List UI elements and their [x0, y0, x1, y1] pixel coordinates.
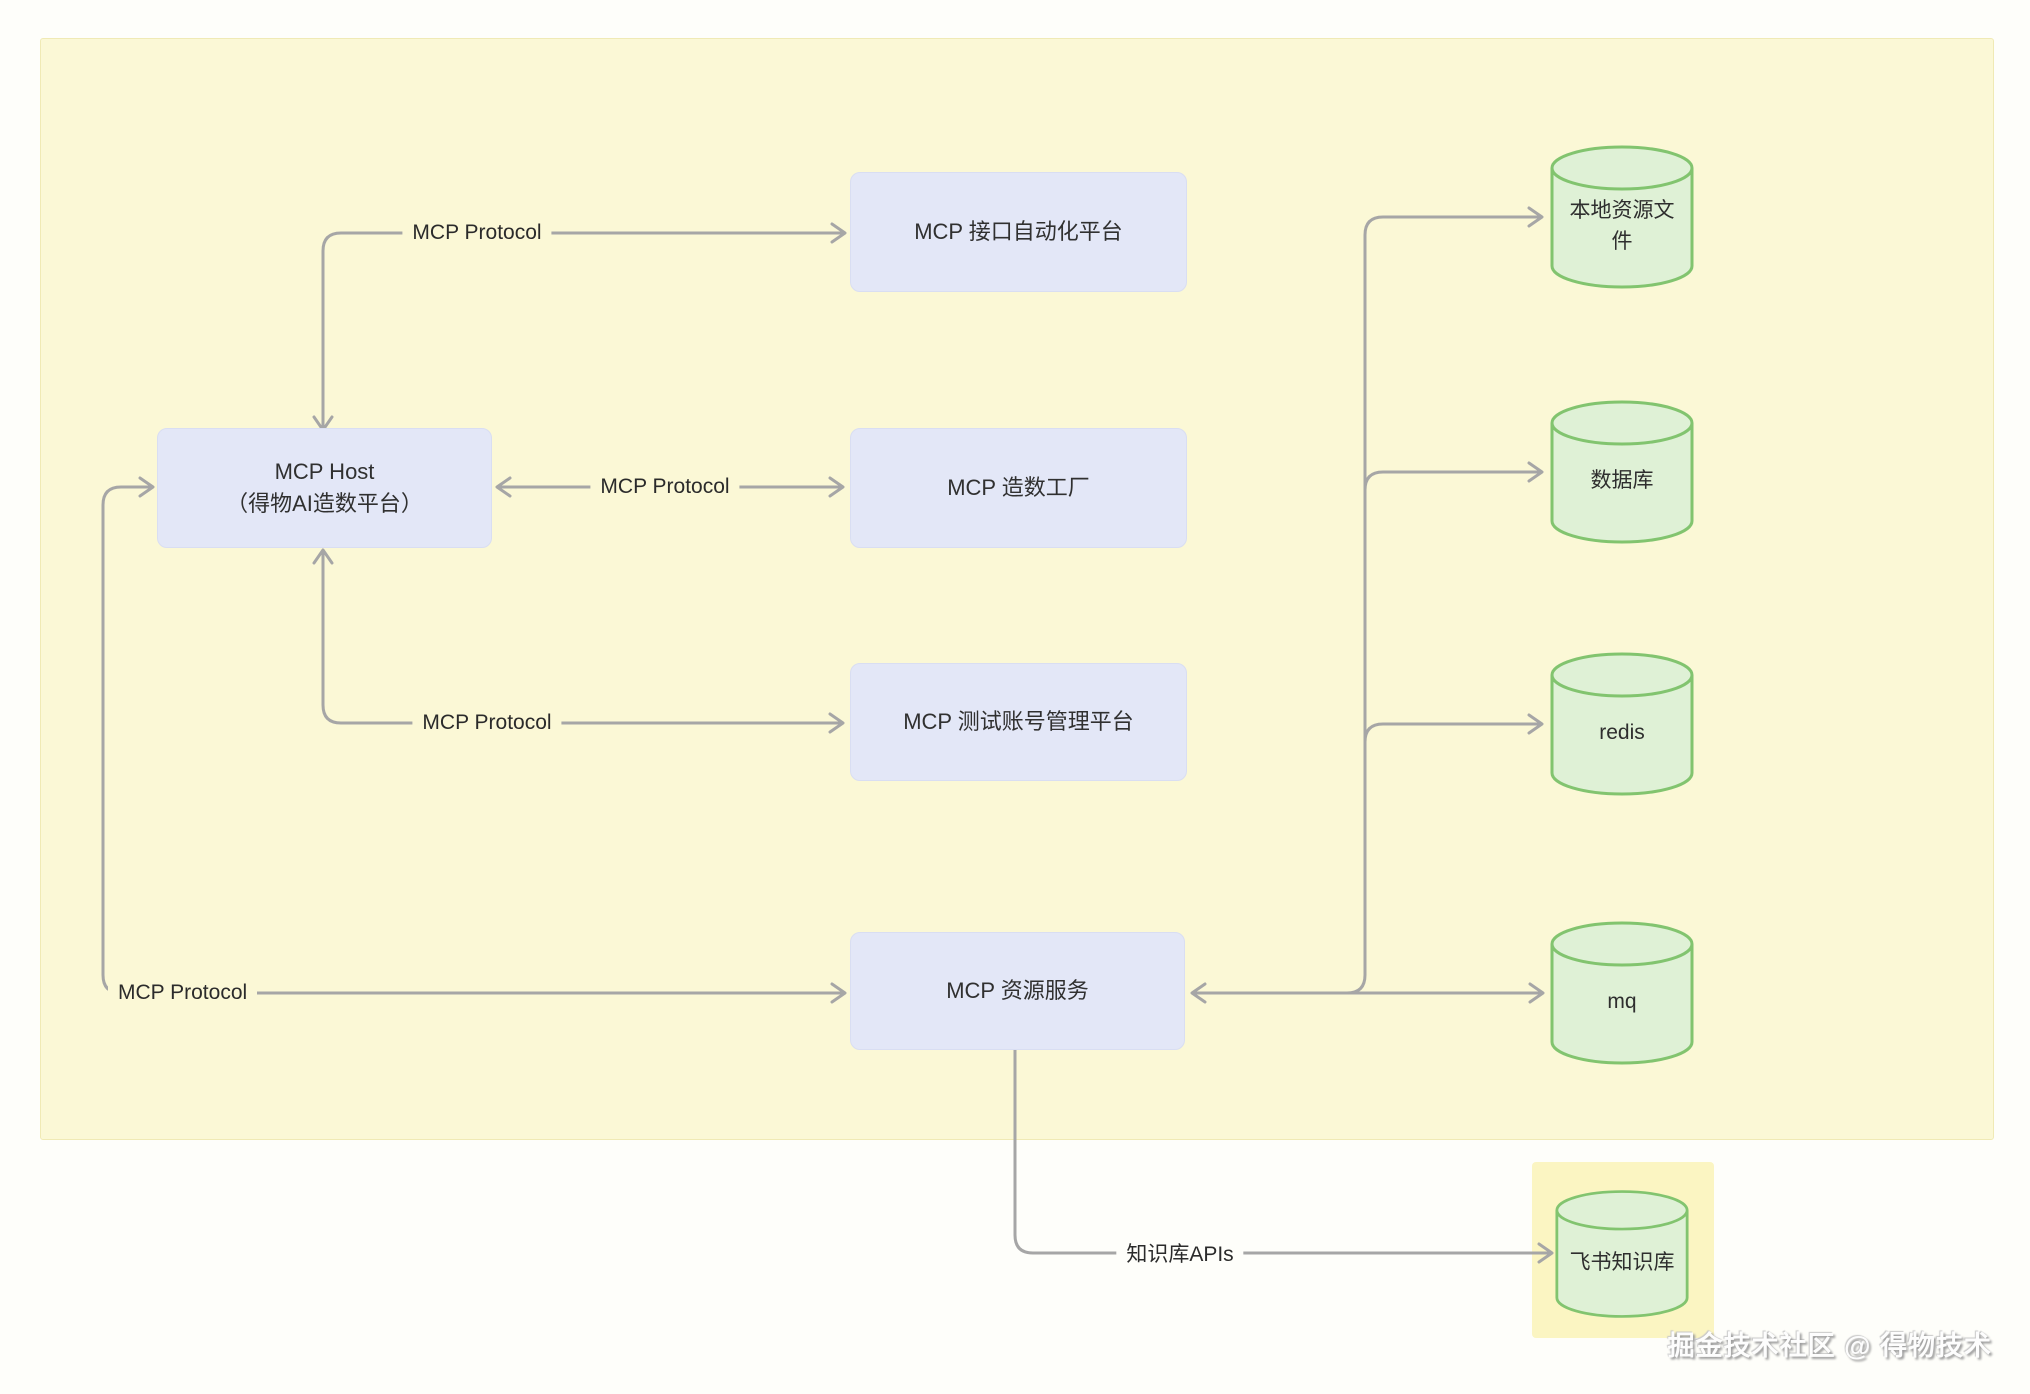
node-mcp-api-automation-platform: MCP 接口自动化平台	[850, 172, 1187, 292]
datastore-label: 飞书知识库	[1569, 1251, 1675, 1275]
datastore-feishu-kb: 飞书知识库	[1555, 1188, 1689, 1320]
edge-label-host-api-automation: MCP Protocol	[402, 219, 552, 247]
node-label: MCP 资源服务	[946, 978, 1089, 1004]
cylinder-icon	[1550, 400, 1694, 544]
datastore-redis: redis	[1550, 650, 1694, 798]
cylinder-icon	[1550, 652, 1694, 796]
node-mcp-data-factory: MCP 造数工厂	[850, 428, 1187, 548]
edge-label-host-resource-service: MCP Protocol	[108, 979, 258, 1007]
datastore-mq: mq	[1550, 919, 1694, 1067]
node-mcp-resource-service: MCP 资源服务	[850, 932, 1185, 1050]
cylinder-icon	[1555, 1190, 1689, 1318]
datastore-label: mq	[1607, 990, 1637, 1014]
cylinder-icon	[1550, 921, 1694, 1065]
edge-label-host-test-account: MCP Protocol	[412, 709, 562, 737]
node-label-line2: （得物AI造数平台）	[226, 491, 423, 516]
datastore-label: 本地资源文件	[1569, 198, 1675, 254]
cylinder-icon	[1550, 145, 1694, 289]
node-mcp-host: MCP Host （得物AI造数平台）	[157, 428, 492, 548]
edge-label-kb-apis: 知识库APIs	[1116, 1236, 1244, 1270]
datastore-label: 数据库	[1590, 469, 1654, 493]
watermark: 掘金技术社区 @ 得物技术	[1667, 1331, 1992, 1361]
node-label-line1: MCP Host	[274, 459, 375, 485]
datastore-database: 数据库	[1550, 398, 1694, 546]
node-label: MCP 造数工厂	[947, 475, 1090, 501]
datastore-local-files: 本地资源文件	[1550, 143, 1694, 291]
edge-label-host-data-factory: MCP Protocol	[590, 473, 740, 501]
datastore-label: redis	[1599, 721, 1645, 745]
node-label: MCP 测试账号管理平台	[903, 709, 1134, 735]
node-label: MCP 接口自动化平台	[914, 219, 1123, 245]
node-mcp-test-account-platform: MCP 测试账号管理平台	[850, 663, 1187, 781]
